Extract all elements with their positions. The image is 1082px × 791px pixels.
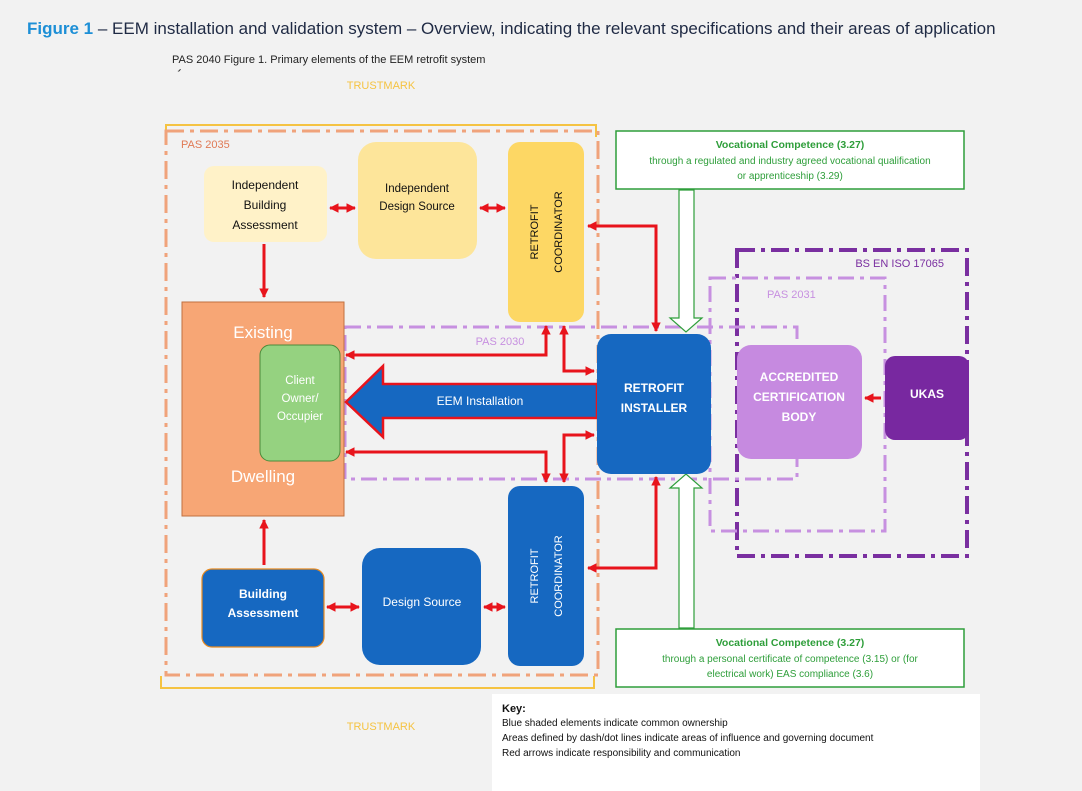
vocational-competence-bottom-title: Vocational Competence (3.27) xyxy=(716,637,865,649)
pas-2035-label: PAS 2035 xyxy=(181,139,230,151)
independent-design-source-line-1: Independent xyxy=(385,183,450,195)
accredited-line-3: BODY xyxy=(782,410,817,424)
key-panel: Key: Blue shaded elements indicate commo… xyxy=(492,694,980,791)
independent-design-source-line-2: Design Source xyxy=(379,201,454,213)
retrofit-coordinator-bottom-line-2: COORDINATOR xyxy=(553,535,565,617)
key-item: Blue shaded elements indicate common own… xyxy=(502,718,728,729)
building-assessment-node xyxy=(201,568,325,648)
accredited-line-2: CERTIFICATION xyxy=(753,390,845,404)
independent-building-assessment-line-1: Independent xyxy=(232,178,299,192)
trustmark-top-label: TRUSTMARK xyxy=(347,80,416,92)
retrofit-installer-line-1: RETROFIT xyxy=(624,381,685,395)
client-line-2: Owner/ xyxy=(281,393,319,405)
vocational-competence-top-line-1: through a regulated and industry agreed … xyxy=(649,156,930,167)
independent-building-assessment-node xyxy=(204,166,327,242)
design-source-label: Design Source xyxy=(383,595,462,609)
eem-installation-label: EEM Installation xyxy=(437,394,524,408)
key-title: Key: xyxy=(502,703,526,715)
retrofit-coordinator-bottom-node xyxy=(508,486,584,666)
arrow-bottom-coordinator-installer xyxy=(587,476,661,573)
building-assessment-line-2: Assessment xyxy=(228,606,299,620)
ukas-node xyxy=(885,356,969,440)
bs-en-iso-17065-label: BS EN ISO 17065 xyxy=(855,258,944,270)
arrow-bottom-coordinator-dwelling xyxy=(345,447,551,483)
vocational-competence-bottom-box xyxy=(615,628,965,688)
figure-subtitle: PAS 2040 Figure 1. Primary elements of t… xyxy=(172,54,486,66)
arrow-top-coordinator-installer xyxy=(587,221,661,332)
client-owner-occupier-node xyxy=(259,344,341,462)
figure-subtitle-continued: system xyxy=(172,69,212,75)
arrow-bottom-coordinator-installer-short xyxy=(559,430,595,483)
pas-2030-label: PAS 2030 xyxy=(476,336,525,348)
independent-building-assessment-line-3: Assessment xyxy=(232,218,298,232)
accredited-certification-body-node xyxy=(737,345,862,459)
vocational-competence-top-box xyxy=(615,130,965,190)
figure-label: Figure 1 xyxy=(27,19,94,38)
figure-title: – EEM installation and validation system… xyxy=(93,19,996,38)
independent-design-source-node xyxy=(358,142,477,259)
dwelling-existing-label: Existing xyxy=(233,323,293,342)
vocational-competence-top-title: Vocational Competence (3.27) xyxy=(716,139,865,151)
key-item: Areas defined by dash/dot lines indicate… xyxy=(502,733,874,744)
retrofit-installer-node xyxy=(597,334,711,474)
client-line-3: Occupier xyxy=(277,411,323,423)
competence-arrow-up xyxy=(668,473,704,629)
vocational-competence-bottom-line-2: electrical work) EAS compliance (3.6) xyxy=(707,669,873,680)
ukas-label: UKAS xyxy=(910,387,944,401)
independent-building-assessment-line-2: Building xyxy=(244,198,287,212)
vocational-competence-bottom-line-1: through a personal certificate of compet… xyxy=(662,654,918,665)
building-assessment-line-1: Building xyxy=(239,587,287,601)
trustmark-bottom-bracket xyxy=(160,676,595,689)
retrofit-coordinator-top-node xyxy=(508,142,584,322)
accredited-line-1: ACCREDITED xyxy=(760,370,839,384)
client-line-1: Client xyxy=(285,375,315,387)
vocational-competence-top-line-2: or apprenticeship (3.29) xyxy=(737,171,843,182)
arrow-top-coordinator-dwelling xyxy=(345,325,551,360)
key-item: Red arrows indicate responsibility and c… xyxy=(502,748,741,759)
dwelling-label: Dwelling xyxy=(231,467,295,486)
retrofit-coordinator-top-line-2: COORDINATOR xyxy=(553,191,565,273)
competence-arrow-down xyxy=(668,189,704,333)
page-title: Figure 1 – EEM installation and validati… xyxy=(27,19,996,39)
arrow-top-coordinator-installer-short xyxy=(559,325,595,376)
trustmark-bottom-label: TRUSTMARK xyxy=(347,721,416,733)
pas-2031-label: PAS 2031 xyxy=(767,289,816,301)
retrofit-coordinator-bottom-line-1: RETROFIT xyxy=(529,548,541,603)
design-source-node xyxy=(362,548,481,665)
retrofit-coordinator-top-line-1: RETROFIT xyxy=(529,204,541,259)
retrofit-installer-line-2: INSTALLER xyxy=(621,401,688,415)
